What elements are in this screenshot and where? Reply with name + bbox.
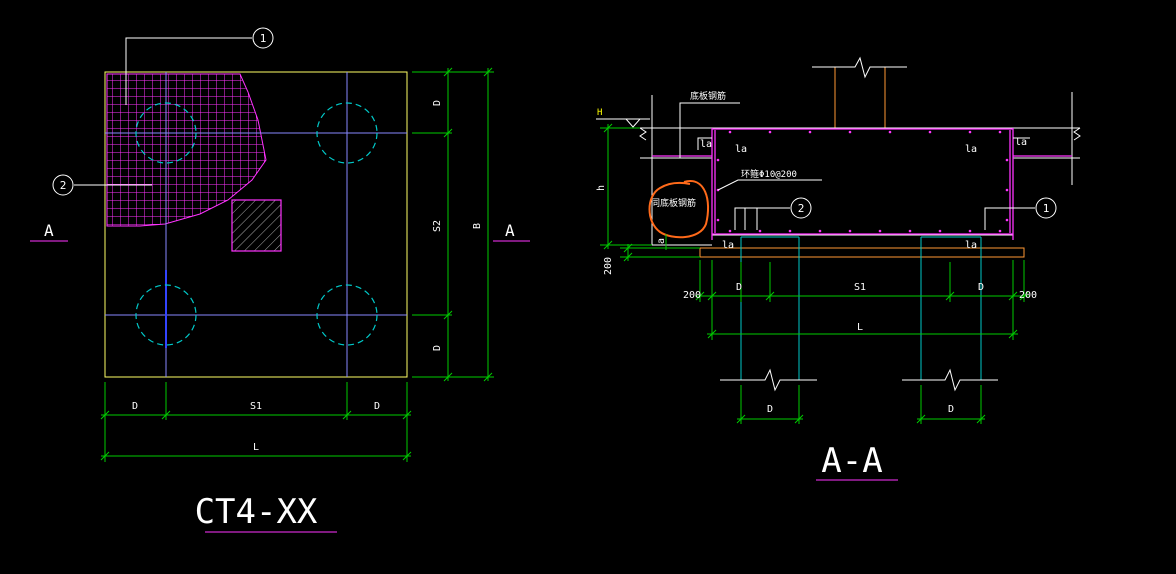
dim-d-top: D — [432, 100, 443, 106]
pile-d-right: D — [948, 404, 954, 415]
dim-l: L — [253, 442, 259, 453]
plan-title: CT4-XX — [195, 492, 318, 532]
section-dim-a: a — [656, 238, 667, 244]
svg-text:底板钢筋: 底板钢筋 — [690, 90, 726, 102]
section-dim-200-left: 200 — [603, 257, 614, 275]
dim-s2: S2 — [432, 220, 443, 232]
section-mark-left: A — [30, 221, 68, 242]
section-dim-200-bottom-left: 200 — [683, 290, 701, 301]
column-pedestal — [812, 56, 907, 128]
piles — [135, 102, 378, 346]
section-dim-d-left: D — [736, 282, 742, 293]
section-dim-s1: S1 — [854, 282, 866, 293]
plan-dimensions-horizontal — [100, 382, 412, 462]
cushion-layer — [699, 247, 1025, 258]
section-dim-l: L — [857, 322, 863, 333]
highlight-circle — [648, 180, 710, 239]
pile-bottom-right — [316, 284, 378, 346]
section-dim-h: h — [596, 185, 607, 191]
svg-text:同底板钢筋: 同底板钢筋 — [651, 197, 696, 209]
dim-d-left: D — [132, 401, 138, 412]
svg-text:1: 1 — [260, 32, 267, 45]
ring-bar-label: 环箍Φ10@200 — [717, 168, 822, 191]
section-dim-horizontal — [695, 260, 1029, 340]
section-rebar — [652, 128, 1072, 240]
dim-b: B — [472, 223, 483, 229]
centerlines — [105, 72, 407, 377]
rebar-dots — [716, 130, 1009, 233]
la-label-5: la — [722, 240, 734, 251]
svg-text:2: 2 — [60, 179, 67, 192]
svg-text:A: A — [44, 221, 54, 240]
svg-text:环箍Φ10@200: 环箍Φ10@200 — [741, 168, 797, 180]
pile-diameter-dims — [736, 385, 986, 424]
svg-text:A: A — [505, 221, 515, 240]
callout-2: 2 — [52, 174, 152, 196]
svg-text:H: H — [597, 108, 602, 118]
svg-text:1: 1 — [1043, 202, 1050, 215]
pile-d-left: D — [767, 404, 773, 415]
la-label-2: la — [735, 144, 747, 155]
column — [231, 199, 282, 252]
pile-bottom-left — [135, 284, 197, 346]
pile-top-right — [316, 102, 378, 164]
la-label-4: la — [1015, 137, 1027, 148]
same-as-bottom-label: 同底板钢筋 — [648, 180, 710, 239]
section-dim-200-right: 200 — [1019, 290, 1037, 301]
rebar-mesh — [106, 73, 267, 227]
dim-s1: S1 — [250, 401, 262, 412]
section-dim-left — [600, 123, 700, 262]
grade-level: H — [596, 108, 650, 128]
section-title: A-A — [821, 441, 882, 481]
dim-d-bottom: D — [432, 345, 443, 351]
svg-text:2: 2 — [798, 202, 805, 215]
bottom-rebar-label: 底板钢筋 — [679, 90, 740, 158]
section-callout-1: 1 — [984, 197, 1057, 230]
pile-breaks — [720, 368, 998, 392]
la-label-6: la — [965, 240, 977, 251]
section-piles — [740, 236, 982, 380]
la-label-3: la — [965, 144, 977, 155]
section-dim-d-right: D — [978, 282, 984, 293]
pile-top-left — [135, 102, 197, 164]
dim-d-right: D — [374, 401, 380, 412]
section-callout-2: 2 — [734, 197, 812, 230]
section-mark-right: A — [493, 221, 530, 242]
section-view: H — [596, 56, 1081, 481]
plan-dimensions-vertical — [412, 67, 494, 382]
pile-cap-outline — [104, 71, 408, 378]
la-label-1: la — [700, 139, 712, 150]
plan-view: 1 2 A A D S1 D L — [30, 27, 530, 533]
callout-1: 1 — [125, 27, 274, 105]
